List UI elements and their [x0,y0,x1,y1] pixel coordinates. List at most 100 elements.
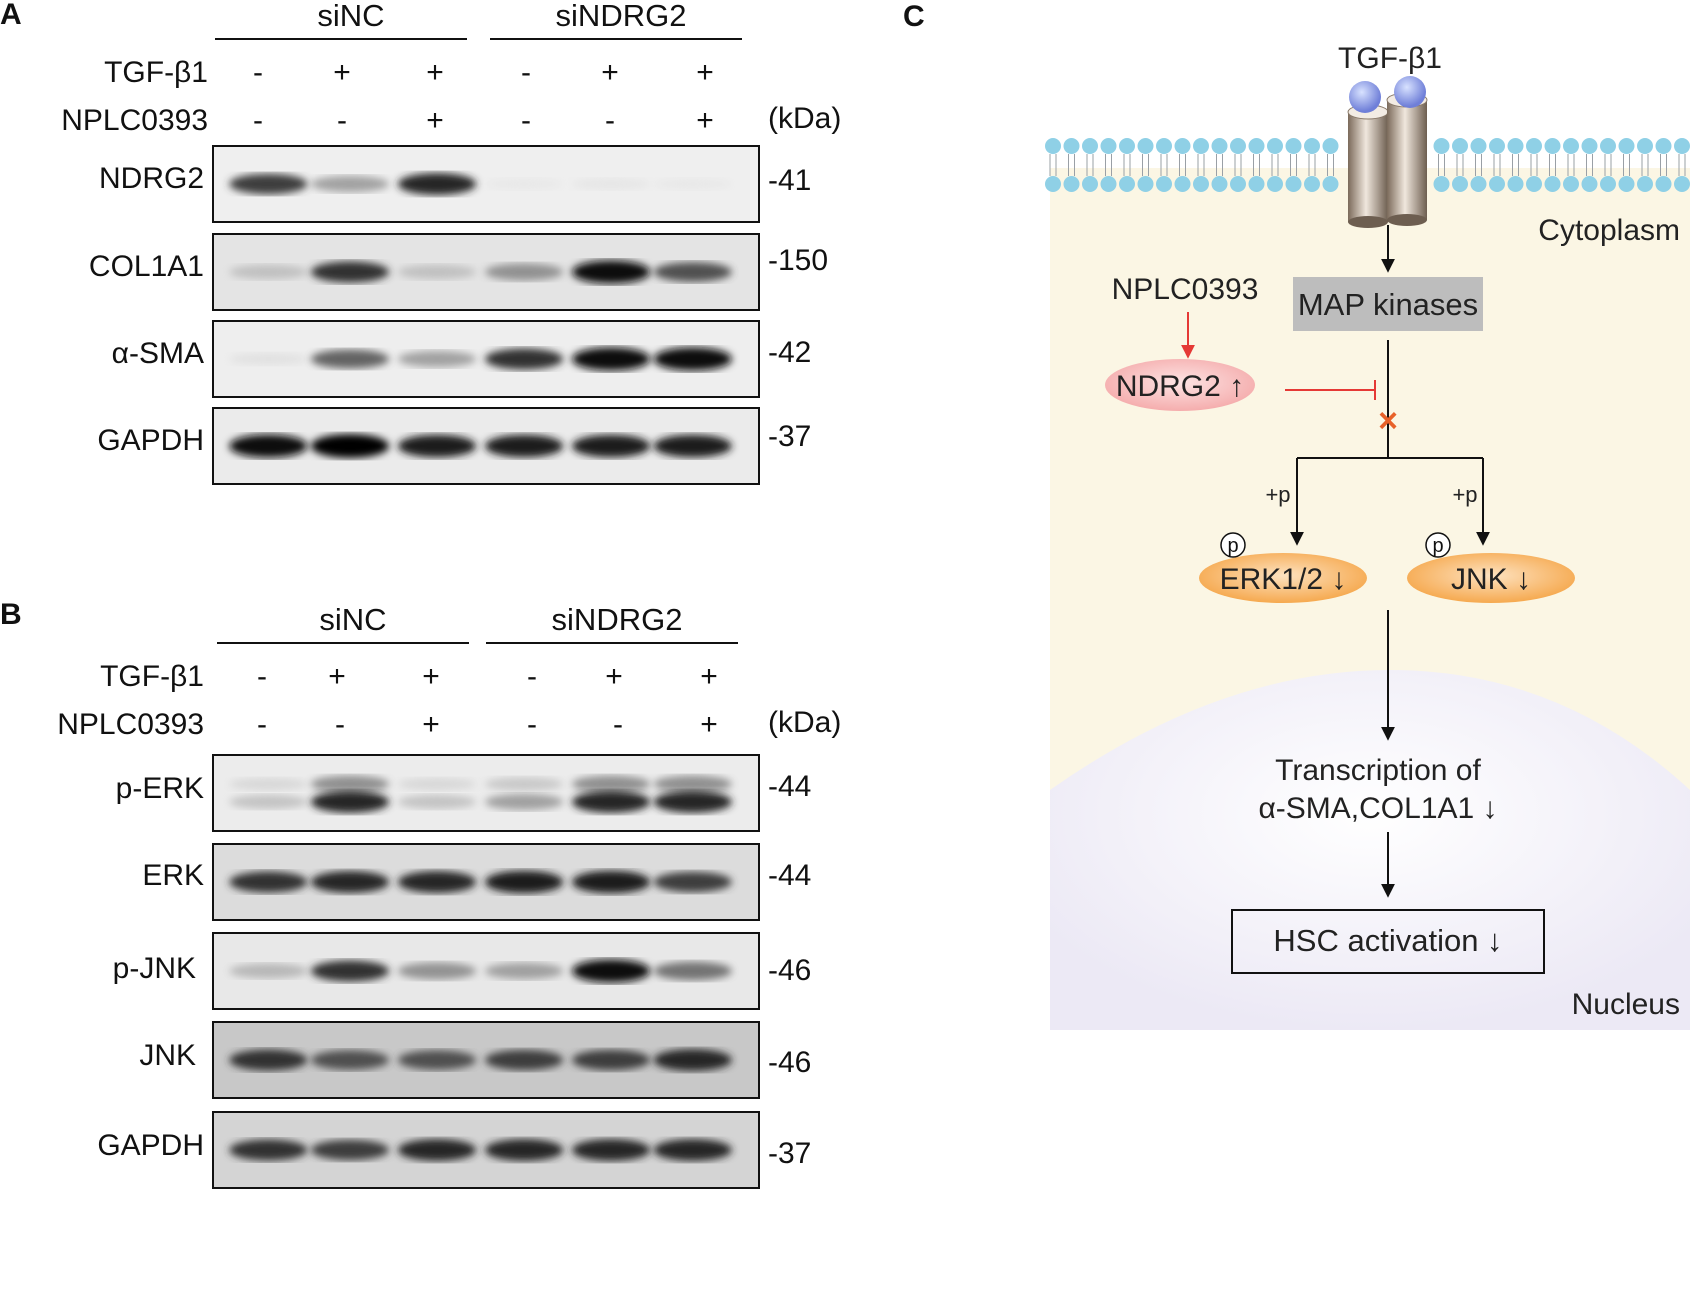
panel-a-blot-asma [212,320,760,398]
panel-b-sign-tgf-6: + [700,660,718,693]
blot-band [397,434,477,458]
panel-b-unit: (kDa) [768,706,842,739]
lipid-head [1674,176,1690,192]
tgf-receptor [1347,92,1428,228]
lipid-head [1100,138,1117,154]
transcription-line2: α-SMA,COL1A1 ↓ [1258,792,1497,825]
panel-a-group-sinc: siNC [317,0,385,33]
blot-band [397,871,477,893]
blot-bands [229,347,732,371]
lipid-head [1211,176,1228,192]
blot-band [397,350,477,368]
panel-a-sign-nplc-3: + [426,104,444,137]
panel-a-group-sindrg2: siNDRG2 [555,0,687,33]
blot-band [653,1049,732,1071]
ligand-ball-1 [1349,81,1381,113]
panel-a-sign-tgf-1: - [253,56,263,89]
panel-b-mw-1: -44 [768,770,812,803]
panel-b-mw-5: -37 [768,1137,812,1170]
ligand-ball-2 [1394,76,1426,108]
lipid-head [1230,176,1246,192]
panel-a-blot-label-2: COL1A1 [88,250,204,283]
panel-a-blot-label-1: NDRG2 [98,162,204,195]
lipid-head [1248,138,1265,154]
lipid-head [1304,176,1320,192]
lipid-head [1137,176,1154,192]
panel-a-blot-gapdh [212,407,760,485]
panel-b-sign-tgf-3: + [422,660,440,693]
panel-b-sign-nplc-4: - [527,708,537,741]
lipid-head [1285,176,1302,192]
panel-b-blot-label-2: ERK [142,859,204,892]
lipid-head [1452,176,1468,192]
blot-band [653,961,732,981]
blot-bands [229,1139,732,1161]
panel-b-blot-erk [212,843,760,921]
lipid-head [1082,176,1098,192]
map-kinases-box [1293,277,1483,331]
lipid-head [1507,176,1524,192]
lipid-head [1174,176,1191,192]
lipid-head [1655,176,1672,192]
blot-bands [229,173,732,195]
blot-band [229,871,308,893]
blot-band [229,434,308,458]
blot-band [229,963,308,979]
erk-node [1199,553,1367,603]
blot-band [397,173,477,195]
blot-band [484,434,564,458]
lipid-head [1470,176,1487,192]
phos-right-label: +p [1452,482,1477,507]
lipid-head [1267,138,1283,154]
lipid-head [1600,138,1616,154]
lipid-head [1063,138,1080,154]
lipid-head [1470,138,1487,154]
blot-band [310,1050,390,1070]
blot-band [229,353,308,365]
nucleus-label: Nucleus [1572,988,1680,1021]
lipid-head [1452,138,1468,154]
blot-band [571,178,651,190]
lipid-head [1045,138,1061,154]
lipid-head [1489,138,1505,154]
blot-band [310,1139,390,1161]
panel-a-mw-2: -150 [768,244,829,277]
lipid-head [1063,176,1080,192]
panel-b-treatment-nplc-label: NPLC0393 [57,708,204,741]
lipid-head [1507,138,1524,154]
panel-b-group-sindrg2-line [486,642,738,644]
panel-a-mw-4: -37 [768,420,812,453]
blot-bands [229,434,732,458]
panel-a-sign-nplc-1: - [253,104,263,137]
panel-b-sign-nplc-5: - [613,708,623,741]
panel-a-group-sinc-line [215,38,467,40]
lipid-head [1322,176,1339,192]
lipid-head [1304,138,1320,154]
lipid-head [1433,176,1450,192]
hsc-box [1231,909,1545,974]
lipid-head [1119,176,1135,192]
phos-left-label: +p [1265,482,1290,507]
lipid-head [1156,176,1172,192]
panel-b-group-sindrg2: siNDRG2 [551,602,683,637]
blot-band [653,871,732,893]
panel-a-mw-1: -41 [768,164,812,197]
blot-band [310,175,390,193]
lipid-head [1563,138,1579,154]
hsc-label: HSC activation ↓ [1273,923,1502,958]
lipid-head [1045,176,1061,192]
blot-band [653,790,732,813]
blot-band [229,264,308,280]
blot-band [397,794,477,809]
panel-a-sign-tgf-3: + [426,56,444,89]
phospho-erk-symbol: p [1227,535,1238,557]
blot-band [484,1139,564,1161]
panel-a-sign-nplc-6: + [696,104,714,137]
blot-band [571,775,651,793]
erk-label: ERK1/2 ↓ [1220,563,1347,596]
blot-band [484,348,564,370]
lipid-head [1322,138,1339,154]
blot-band [397,264,477,280]
blot-band [397,962,477,980]
panel-a-mw-3: -42 [768,336,812,369]
